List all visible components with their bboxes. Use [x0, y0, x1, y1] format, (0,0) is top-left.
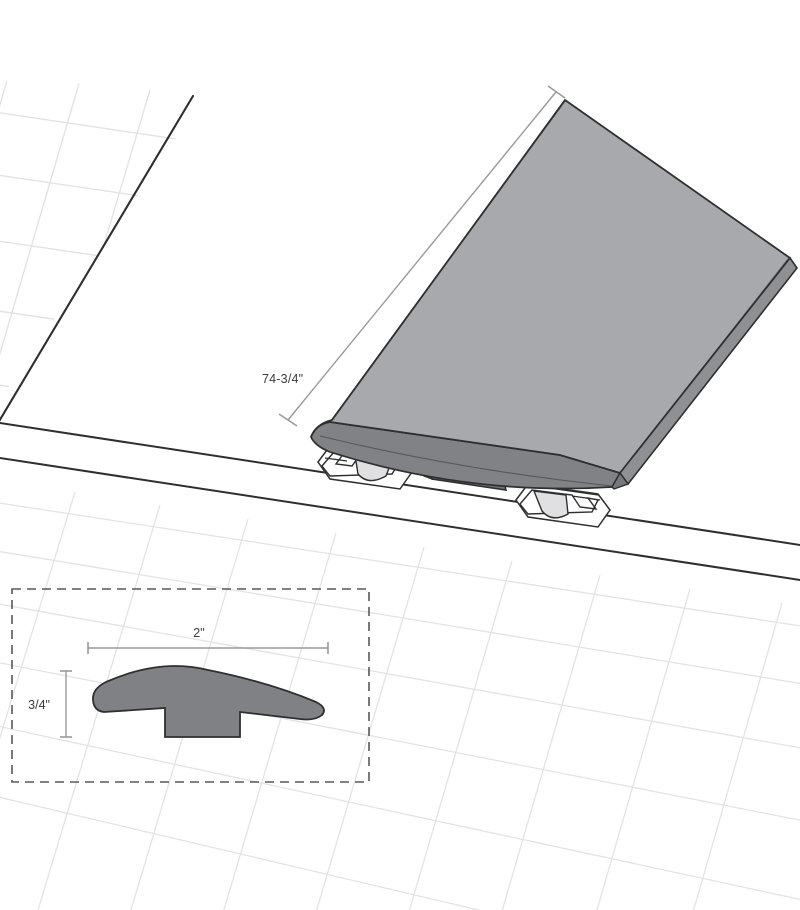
molding-top-face: [310, 98, 792, 475]
height-dimension: 3/4": [28, 670, 72, 738]
lower-floor-grid: [0, 491, 800, 910]
right-plank-joint-profile: [515, 483, 611, 528]
inset-dashed-border: [11, 588, 370, 783]
molding-body: [310, 98, 798, 490]
width-dimension-label: 2": [193, 626, 204, 640]
length-dimension: 74-3/4": [262, 85, 566, 427]
molding-tip-bevel: [611, 471, 630, 490]
width-dimension: 2": [87, 626, 329, 654]
cross-section-profile: [92, 665, 325, 738]
height-dimension-label: 3/4": [28, 698, 50, 712]
cross-section-inset: 2" 3/4": [11, 588, 370, 783]
upper-floor-edge-line: [0, 94, 195, 422]
length-dimension-label: 74-3/4": [262, 372, 303, 386]
